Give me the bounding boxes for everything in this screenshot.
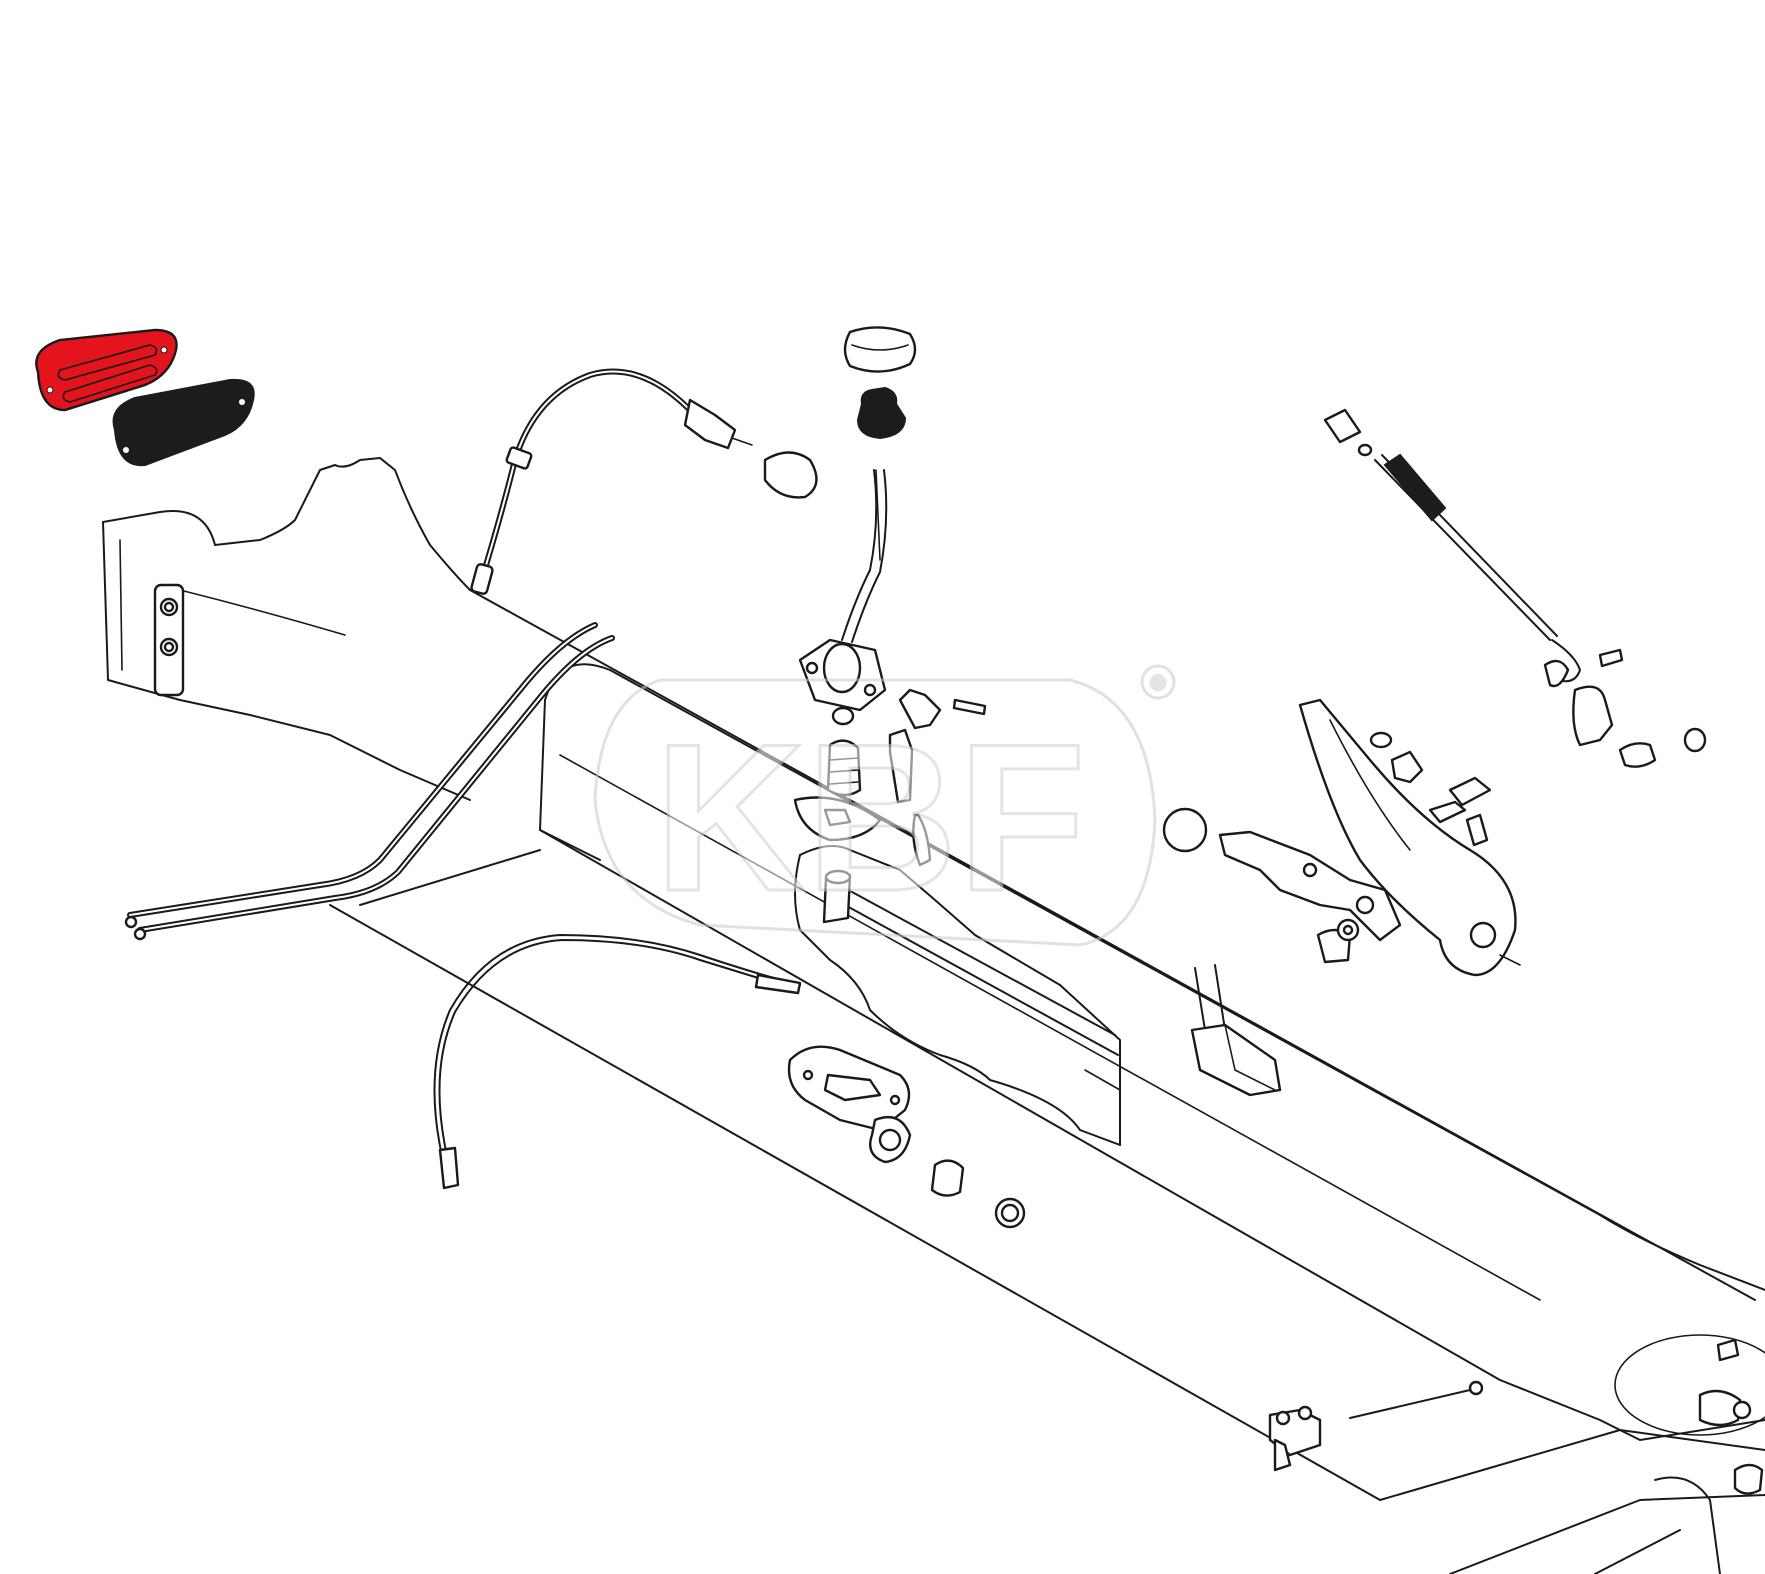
bushing	[930, 1159, 965, 1197]
watermark-registered: ®	[1151, 673, 1166, 695]
fuel-lines	[124, 622, 615, 941]
shift-rod	[822, 869, 1119, 1056]
tunnel-cover-plate	[794, 854, 1121, 1146]
choke-knob	[763, 451, 818, 499]
hex-nut	[1390, 750, 1424, 784]
choke-cable	[470, 368, 818, 595]
handbrake-lever	[1218, 698, 1521, 977]
pedal-mount-bracket	[787, 1045, 1026, 1229]
ratchet-pawl	[1572, 685, 1614, 747]
reverse-lock-knob	[898, 688, 942, 730]
clutch-cable	[433, 934, 802, 1190]
cover-plate-black[interactable]	[112, 378, 255, 467]
brake-cable-guides	[1190, 964, 1282, 1097]
brake-light-switch	[1698, 1389, 1742, 1427]
cover-plates	[35, 328, 255, 467]
ball-cup	[831, 706, 855, 726]
handbrake-rod	[1323, 408, 1707, 768]
lever-boot	[856, 386, 907, 440]
watermark-text: KBF	[654, 700, 1086, 935]
watermark: KBF ®	[593, 664, 1176, 947]
pedal-ball	[1162, 807, 1208, 853]
ratchet-plate	[1218, 830, 1402, 942]
cover-plate-red[interactable]	[35, 328, 178, 412]
lower-right-parts	[1268, 1338, 1764, 1495]
handbrake-circlip	[1683, 727, 1707, 753]
shift-rod-coupler	[888, 728, 914, 804]
lever-spring	[826, 739, 862, 797]
threaded-section	[1383, 453, 1447, 522]
choke-knob-housing	[683, 398, 737, 450]
front-cross-member	[102, 457, 471, 591]
chassis-frame	[102, 457, 1765, 1574]
